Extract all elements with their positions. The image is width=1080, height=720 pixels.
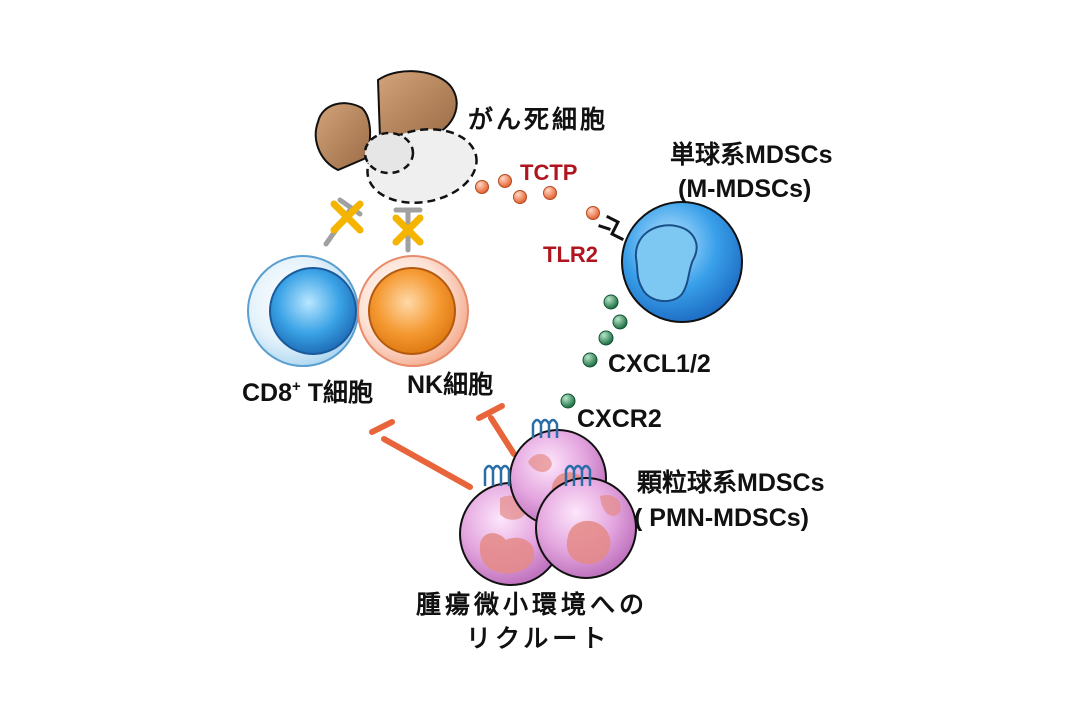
cxcl-molecule-icon <box>612 314 628 330</box>
tlr2-label: TLR2 <box>543 242 598 267</box>
monocytic-mdsc-cell <box>621 201 743 323</box>
pmn-mdsc-label-1: 顆粒球系MDSCs <box>637 468 825 497</box>
blocked-receptor-nk-cell <box>392 207 424 253</box>
cxcr2-receptor-icon <box>483 464 511 486</box>
recruitment-label-1: 腫瘍微小環境への <box>416 590 648 619</box>
dying-cancer-cell <box>314 70 478 204</box>
cxcr2-receptor-icon <box>564 464 592 486</box>
tctp-molecules <box>475 174 600 220</box>
tlr2-receptor-icon <box>598 214 625 242</box>
pmn-mdsc-cell <box>535 477 637 579</box>
nk-cell <box>357 255 469 367</box>
cxcl-molecule-icon <box>603 294 619 310</box>
cxcl-molecule-icon <box>582 352 598 368</box>
blocked-receptor-t-cell <box>323 197 364 247</box>
m-mdsc-label-1: 単球系MDSCs <box>670 140 833 169</box>
inhibition-arrow-icon <box>369 419 473 490</box>
block-x-icon <box>392 214 424 246</box>
tctp-molecule-icon <box>543 186 557 200</box>
tctp-label: TCTP <box>520 160 577 185</box>
nk-cell-label: NK細胞 <box>407 371 493 399</box>
cxcl-molecule-icon <box>598 330 614 346</box>
cxcl-label: CXCL1/2 <box>608 350 711 378</box>
tctp-molecule-icon <box>498 174 512 188</box>
pmn-mdsc-label-2: ( PMN-MDSCs) <box>634 504 809 532</box>
cxcl-molecules <box>560 294 628 409</box>
tctp-molecule-icon <box>586 206 600 220</box>
pmn-mdsc-cluster <box>459 429 637 586</box>
cxcl-molecule-icon <box>560 393 576 409</box>
cd8-t-cell-label: CD8+ T細胞 <box>242 378 373 407</box>
dying-cell-label: がん死細胞 <box>468 105 608 134</box>
cxcr2-receptor-icon <box>531 418 559 438</box>
m-mdsc-label-2: (M-MDSCs) <box>678 175 811 203</box>
cxcr2-label: CXCR2 <box>577 405 662 433</box>
inhibition-arrow-icon <box>476 403 517 457</box>
recruitment-label-2: リクルート <box>466 625 610 653</box>
cd8-t-cell <box>247 255 359 367</box>
block-x-icon <box>330 200 364 234</box>
tctp-molecule-icon <box>475 180 489 194</box>
tctp-molecule-icon <box>513 190 527 204</box>
